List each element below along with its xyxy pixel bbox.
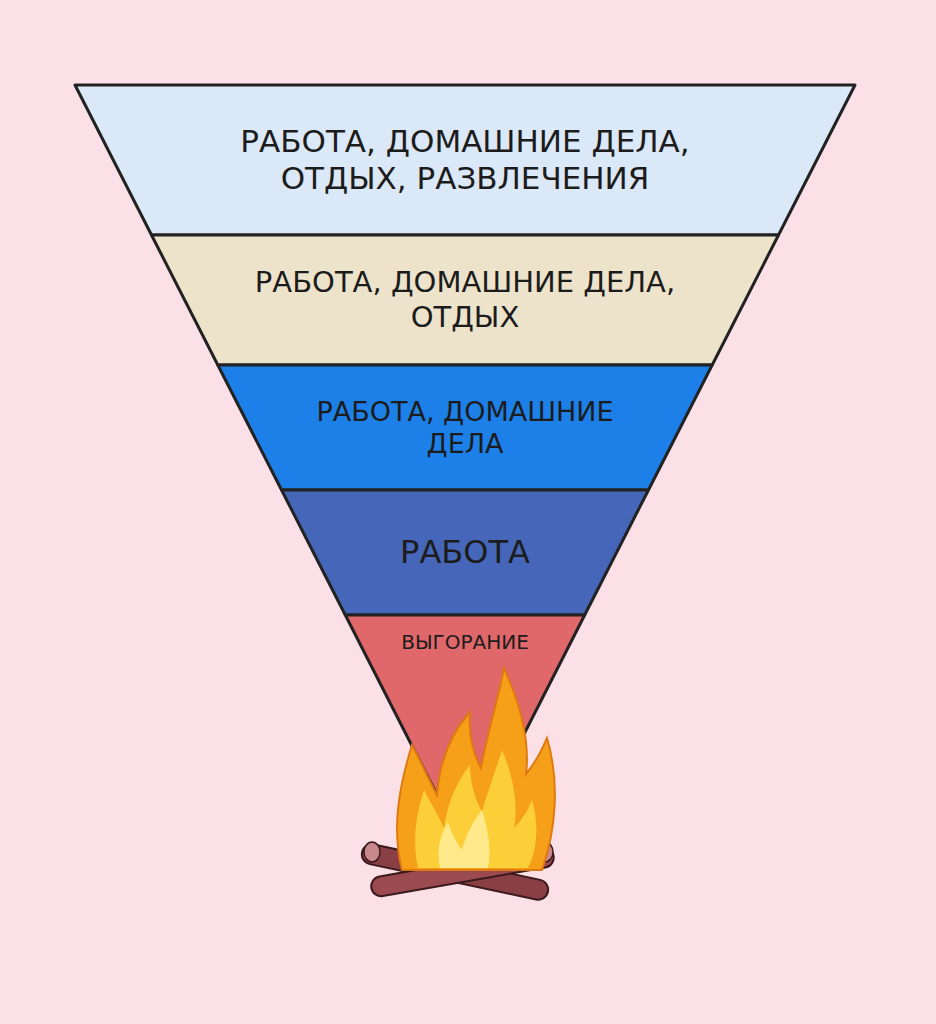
band-outline — [282, 490, 649, 615]
pyramid-band: РАБОТА, ДОМАШНИЕ ДЕЛА, ОТДЫХ — [0, 235, 936, 365]
band-label: РАБОТА, ДОМАШНИЕ ДЕЛА, ОТДЫХ, РАЗВЛЕЧЕНИ… — [185, 123, 745, 197]
pyramid-band: РАБОТА — [0, 490, 936, 615]
band-label: РАБОТА, ДОМАШНИЕ ДЕЛА, ОТДЫХ — [235, 265, 695, 335]
band-label: ВЫГОРАНИЕ — [380, 630, 550, 654]
band-shape — [0, 365, 936, 490]
band-outline — [152, 235, 779, 365]
text-slot: РАБОТА, ДОМАШНИЕ ДЕЛА — [295, 396, 635, 461]
pyramid-band: РАБОТА, ДОМАШНИЕ ДЕЛА, ОТДЫХ, РАЗВЛЕЧЕНИ… — [0, 85, 936, 235]
band-label: РАБОТА, ДОМАШНИЕ ДЕЛА — [295, 396, 635, 461]
text-slot: РАБОТА — [355, 533, 575, 571]
pyramid-band: РАБОТА, ДОМАШНИЕ ДЕЛА — [0, 365, 936, 490]
band-label: РАБОТА — [355, 533, 575, 571]
text-slot: РАБОТА, ДОМАШНИЕ ДЕЛА, ОТДЫХ — [235, 265, 695, 335]
band-outline — [218, 365, 712, 490]
pyramid-band: ВЫГОРАНИЕ — [0, 615, 936, 850]
band-outline — [75, 85, 855, 235]
text-slot: РАБОТА, ДОМАШНИЕ ДЕЛА, ОТДЫХ, РАЗВЛЕЧЕНИ… — [185, 123, 745, 197]
text-slot: ВЫГОРАНИЕ — [380, 630, 550, 654]
